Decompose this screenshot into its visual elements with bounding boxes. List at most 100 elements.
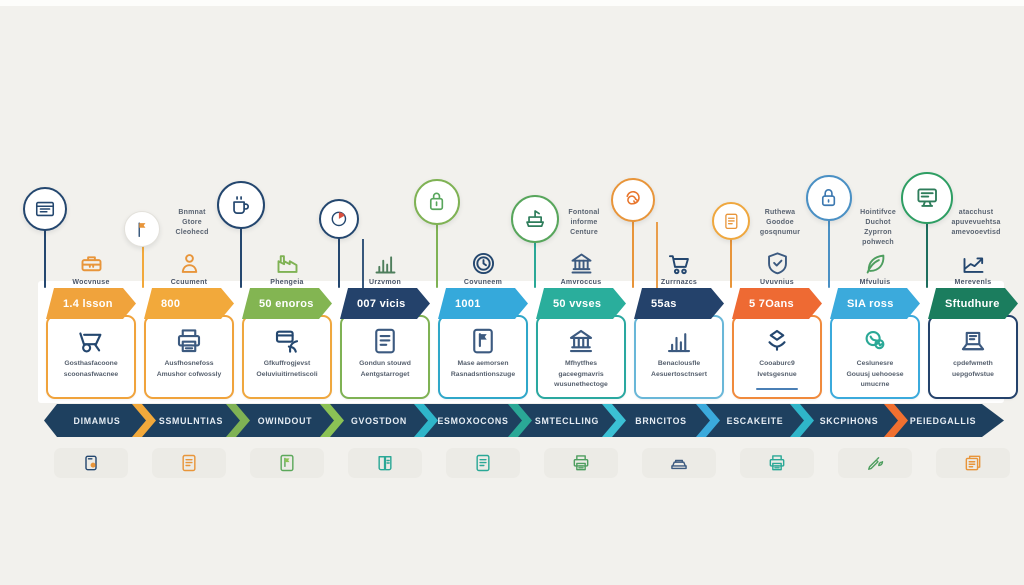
docflag-icon bbox=[468, 326, 498, 356]
card-caption-line: Rasnadsntionszuge bbox=[450, 370, 516, 378]
annotation-line: Goodoe bbox=[766, 219, 794, 227]
bars-icon bbox=[372, 250, 399, 277]
stat-banner: 5 7Oans bbox=[732, 288, 822, 319]
gem-icon bbox=[762, 326, 792, 356]
mid-icon-caption: Amvroccus bbox=[560, 279, 602, 286]
connector-stem bbox=[730, 232, 732, 288]
card-caption-line: Gfkuffrogjevst bbox=[263, 360, 311, 367]
chip bbox=[740, 448, 814, 478]
chevron-label: ESMOXOCONS bbox=[437, 415, 509, 426]
milestone-circle bbox=[23, 187, 67, 231]
annotation-line: Hointifvce bbox=[860, 209, 896, 216]
stat-banner-label: 5 7Oans bbox=[749, 297, 794, 310]
annotation-line: Cleohecd bbox=[175, 229, 209, 237]
toolbox-icon bbox=[78, 250, 105, 277]
moneycard-icon bbox=[272, 326, 302, 356]
process-chevron-strip: DIMAMUS SSMULNTIAS OWINDOUT GVOSTDON ESM… bbox=[44, 404, 1004, 437]
mid-icon-group: Phengeia bbox=[238, 250, 336, 286]
milestone-circle bbox=[712, 202, 750, 240]
annotation-line: atacchust bbox=[958, 209, 994, 216]
chevron-label: DIMAMUS bbox=[73, 415, 121, 426]
card-underline bbox=[756, 388, 798, 390]
chevron-separator-icon bbox=[414, 404, 438, 437]
mid-icon-caption: Urzvmon bbox=[368, 279, 402, 286]
mid-icon-group: Ccuument bbox=[140, 250, 238, 286]
top-white-strip bbox=[0, 0, 1024, 6]
stat-banner: 50 vvses bbox=[536, 288, 626, 319]
connector-stem bbox=[436, 217, 438, 288]
annotation-line: amevooevtisd bbox=[951, 229, 1001, 237]
card-caption-line: Gondun stouwd bbox=[359, 360, 411, 367]
doclines-icon bbox=[370, 326, 400, 356]
milestone-circle bbox=[806, 175, 852, 221]
milestone-circle bbox=[611, 178, 655, 222]
chevron-label: SMTECLLING bbox=[534, 415, 600, 426]
card-caption-line: Mase aemorsen bbox=[457, 360, 509, 367]
mid-icon-group: Wocvnuse bbox=[42, 250, 140, 286]
ship-icon bbox=[523, 207, 547, 231]
bars-icon bbox=[664, 326, 694, 356]
milestone-circle bbox=[901, 172, 953, 224]
mid-icon-caption: Merevenls bbox=[954, 279, 992, 286]
car-icon bbox=[669, 453, 689, 473]
bank-icon bbox=[566, 326, 596, 356]
mug-icon bbox=[229, 193, 253, 217]
milestone-circle bbox=[319, 199, 359, 239]
annotation-line: Zyprron bbox=[864, 229, 892, 237]
shield-icon bbox=[764, 250, 791, 277]
chevron-segment: OWINDOUT bbox=[250, 404, 320, 437]
card-caption-line: gaceegmavris bbox=[558, 370, 604, 378]
mid-icon-group: Covuneem bbox=[434, 250, 532, 286]
connector-stem bbox=[534, 235, 536, 288]
mid-icon-group: Uvuvnius bbox=[728, 250, 826, 286]
milestone-circle bbox=[511, 195, 559, 243]
mid-icon-caption: Phengeia bbox=[270, 279, 304, 286]
chip bbox=[54, 448, 128, 478]
chevron-label: SKCPIHONS bbox=[819, 415, 879, 426]
chevron-separator-icon bbox=[132, 404, 156, 437]
mid-icon-group: Zurrnazcs bbox=[630, 250, 728, 286]
card-caption-line: scoonasfwacnee bbox=[63, 370, 119, 378]
mid-icon-caption: Zurrnazcs bbox=[660, 279, 698, 286]
person-icon bbox=[176, 250, 203, 277]
stat-banner: 1001 bbox=[438, 288, 528, 319]
card-caption-line: Cooaburc9 bbox=[759, 360, 795, 367]
chevron-segment: SMTECLLING bbox=[532, 404, 602, 437]
card-caption-line: Amushor cofwossly bbox=[156, 370, 222, 378]
bank-icon bbox=[568, 250, 595, 277]
card-caption-line: Oeluviuitirnetiscoli bbox=[256, 370, 318, 378]
column-top-zone: Wocvnuse bbox=[23, 160, 136, 288]
chevron-segment: GVOSTDON bbox=[344, 404, 414, 437]
connector-stem bbox=[338, 231, 364, 288]
annotation-line: pohwech bbox=[862, 239, 894, 247]
column-top-zone: Urzvmon bbox=[319, 160, 430, 288]
doclines-icon bbox=[179, 453, 199, 473]
annotation-line: Ruthewa bbox=[764, 209, 796, 216]
chip bbox=[446, 448, 520, 478]
chip bbox=[642, 448, 716, 478]
card-caption-line: Ceslunesre bbox=[856, 360, 894, 367]
chevron-segment: DIMAMUS bbox=[62, 404, 132, 437]
annotation-line: Duchot bbox=[865, 219, 891, 227]
milestone-circle bbox=[124, 211, 160, 247]
annotation-line: informe bbox=[570, 219, 598, 227]
printer-icon bbox=[571, 453, 591, 473]
doclines-icon bbox=[722, 212, 741, 231]
stat-banner-label: 800 bbox=[161, 297, 181, 310]
